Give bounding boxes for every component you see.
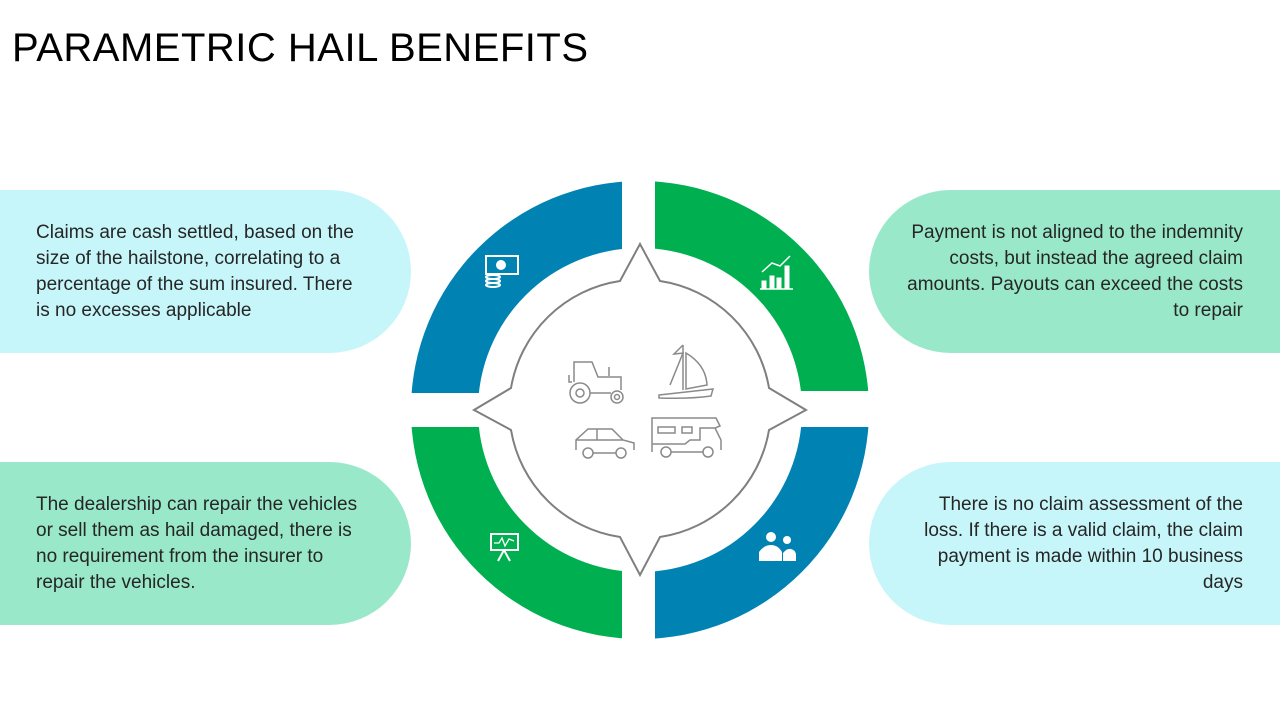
ring-segment-top-left: [411, 181, 622, 393]
benefit-payment-not-aligned: Payment is not aligned to the indemnity …: [869, 190, 1280, 353]
benefit-dealership-repair: The dealership can repair the vehicles o…: [0, 462, 411, 625]
benefit-text: There is no claim assessment of the loss…: [924, 493, 1243, 593]
benefit-text: The dealership can repair the vehicles o…: [36, 493, 358, 593]
motorhome-icon: [651, 417, 722, 458]
chart-growth-icon: [760, 255, 793, 290]
ring-segment-bottom-left: [411, 427, 622, 639]
page-title: PARAMETRIC HAIL BENEFITS: [12, 26, 589, 70]
ring-segment-bottom-right: [655, 427, 869, 639]
car-icon: [575, 428, 635, 459]
sailboat-icon: [658, 344, 715, 399]
benefit-text: Claims are cash settled, based on the si…: [36, 221, 354, 321]
money-coins-icon: [485, 255, 519, 288]
benefit-cash-settled: Claims are cash settled, based on the si…: [0, 190, 411, 353]
presentation-board-icon: [490, 533, 519, 562]
compass-outline: [471, 241, 809, 578]
tractor-icon: [568, 361, 624, 404]
benefit-no-assessment: There is no claim assessment of the loss…: [869, 462, 1280, 625]
benefit-text: Payment is not aligned to the indemnity …: [907, 221, 1243, 321]
people-icon: [759, 532, 796, 561]
